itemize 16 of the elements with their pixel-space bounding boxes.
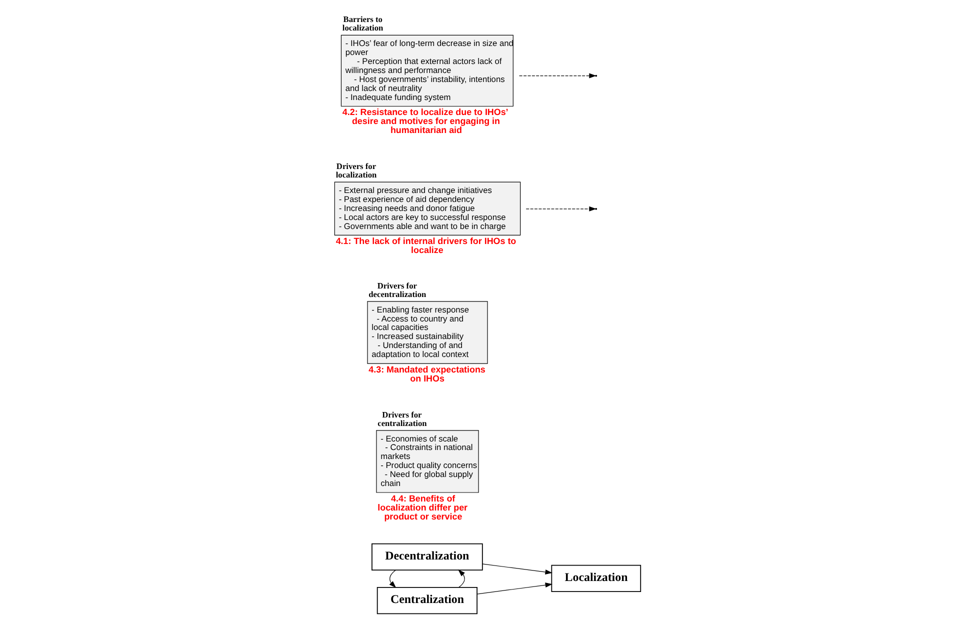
arrow — [458, 569, 464, 588]
node-label: Drivers for centralization — [377, 410, 426, 428]
node-box: Localization — [550, 564, 641, 592]
node-box: Decentralization — [371, 543, 482, 571]
node-label: Barriers to localization — [342, 15, 383, 33]
node-label: 4.3: Mandated expectations on IHOs — [368, 364, 485, 384]
arrow — [525, 206, 596, 212]
node-label: Drivers for decentralization — [368, 281, 426, 299]
node-label: 4.1: The lack of internal drivers for IHOs to localize — [335, 236, 516, 256]
node-label: Drivers for localization — [335, 162, 376, 180]
arrow — [482, 564, 552, 575]
node-label: 4.2: Resistance to localize due to IHOs’ desire and motives for engaging in humanitarian aid — [342, 107, 508, 136]
arrow — [388, 570, 396, 588]
arrow — [476, 582, 552, 594]
node-label: 4.4: Benefits of localization differ per product or service — [377, 493, 468, 522]
node-box: Centralization — [376, 586, 477, 614]
